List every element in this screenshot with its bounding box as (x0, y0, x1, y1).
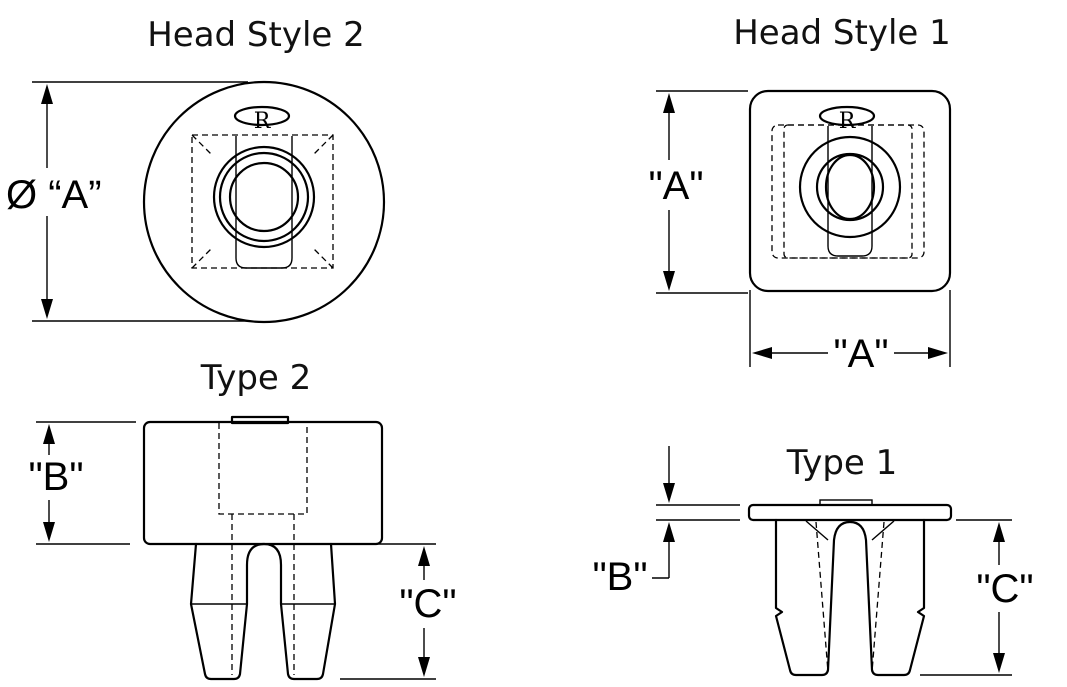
type-1-view: "B" "C" (592, 446, 1034, 677)
dim-t2-b: "B" (28, 455, 83, 499)
title-head-style-1: Head Style 1 (733, 13, 951, 53)
logo-mark-2: R (818, 105, 876, 134)
type-2-view: "B" "C" (28, 415, 457, 681)
svg-text:R: R (254, 109, 272, 134)
title-type-2: Type 2 (200, 358, 312, 398)
dim-t1-c: "C" (976, 567, 1033, 611)
title-head-style-2: Head Style 2 (147, 15, 365, 55)
dim-t1-b: "B" (592, 555, 647, 599)
dim-hs1-height: "A" (648, 164, 703, 208)
svg-text:R: R (839, 109, 857, 134)
dim-hs1-width: "A" (833, 332, 888, 376)
logo-mark: R (233, 105, 291, 134)
title-type-1: Type 1 (786, 443, 898, 483)
head-style-2-view: R Ø “A” (6, 80, 386, 324)
head-style-1-view: R "A" "A" (648, 89, 952, 376)
dim-hs2-diameter: Ø “A” (6, 173, 102, 217)
dim-t2-c: "C" (399, 582, 456, 626)
